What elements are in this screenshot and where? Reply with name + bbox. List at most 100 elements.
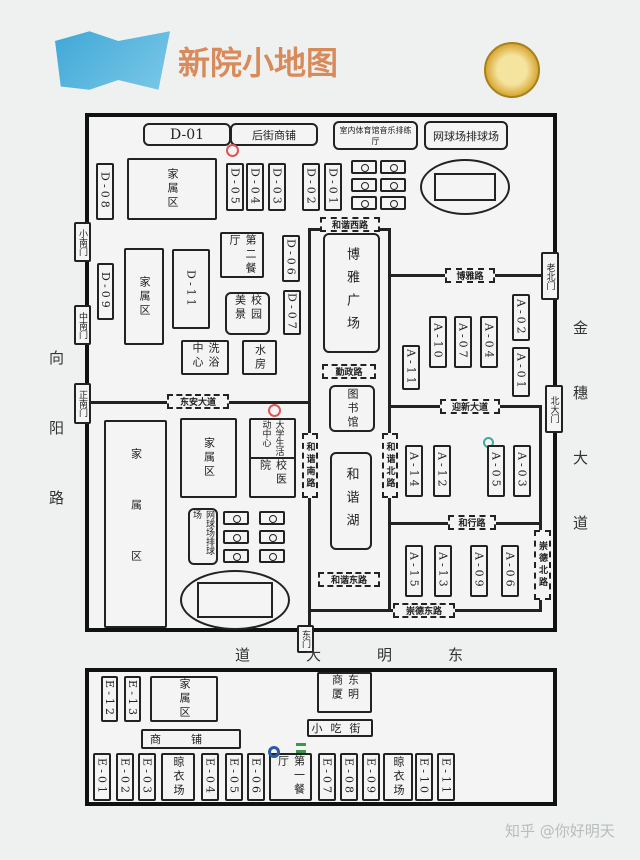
indoor-gym: 室内体育馆音乐排练厅: [333, 121, 418, 150]
court-icon: [380, 160, 406, 174]
watermark: 知乎 @你好明天: [505, 822, 615, 840]
tennis-court-top: 网球场排球场: [424, 121, 508, 150]
building-d11: D-11: [172, 249, 210, 329]
soccer-field-low: [180, 570, 290, 630]
building-d01-top: D-01: [143, 123, 231, 146]
court-icon: [223, 530, 249, 544]
gate-middle-south[interactable]: 中南门: [74, 305, 91, 345]
court-icon: [259, 511, 285, 525]
family-area-south: 家属区: [150, 676, 218, 722]
building-d09: D-09: [97, 263, 114, 320]
gate-small-south[interactable]: 小南门: [74, 222, 91, 262]
building-e04: E-04: [201, 753, 219, 801]
hexie-lake: 和谐湖: [330, 452, 372, 550]
family-area-3: 家属区: [180, 418, 237, 498]
road-label-hexie-east: 和谐东路: [318, 572, 380, 587]
building-a01: A-01: [512, 347, 530, 397]
building-a12: A-12: [433, 445, 451, 497]
court-icon: [259, 530, 285, 544]
building-a15: A-15: [405, 545, 423, 597]
court-icon: [223, 549, 249, 563]
building-a11: A-11: [402, 345, 420, 390]
gate-old-north[interactable]: 老北门: [541, 252, 559, 300]
building-e06: E-06: [247, 753, 265, 801]
gate-north-main[interactable]: 北大门: [545, 385, 563, 433]
water-room: 水房: [242, 340, 277, 375]
building-a13: A-13: [434, 545, 452, 597]
road-label-hexie-south: 和谐南路: [302, 433, 318, 498]
road-dongming: 东明大道: [235, 646, 520, 664]
building-d04: D-04: [246, 163, 264, 211]
shops: 商铺: [141, 729, 241, 749]
court-icon: [351, 178, 377, 192]
building-e13: E-13: [124, 676, 141, 722]
building-a02: A-02: [512, 294, 530, 341]
compass-icon: [484, 42, 540, 98]
family-area-4: 家属区: [104, 420, 167, 628]
road-label-chongde-north: 崇德北路: [534, 530, 551, 600]
school-hospital: 校医院: [249, 457, 296, 498]
building-a03: A-03: [513, 445, 531, 497]
building-e05: E-05: [225, 753, 243, 801]
road-label-hexie-west: 和谐西路: [320, 217, 380, 232]
map-logo-icon: [55, 31, 170, 90]
tennis-court-low: 网球场排球场: [188, 508, 218, 565]
drying-yard-1: 晾衣场: [161, 753, 195, 801]
building-e07: E-07: [318, 753, 336, 801]
building-d06: D-06: [282, 235, 300, 282]
road-label-yingxin: 迎新大道: [440, 399, 500, 414]
family-area-1: 家属区: [127, 158, 217, 220]
canteen-2: 第二餐厅: [220, 232, 264, 278]
soccer-field-top: [420, 159, 510, 215]
family-area-2: 家属区: [124, 248, 164, 345]
page-title: 新院小地图: [178, 44, 339, 82]
building-d08: D-08: [96, 163, 114, 220]
building-e09: E-09: [362, 753, 380, 801]
building-e12: E-12: [101, 676, 118, 722]
building-d05: D-05: [226, 163, 244, 211]
building-d03: D-03: [268, 163, 286, 211]
canteen-1: 第一餐厅: [269, 753, 312, 801]
building-e08: E-08: [340, 753, 358, 801]
drying-yard-2: 晾衣场: [383, 753, 413, 801]
road-jinsui: 金穗大道: [571, 320, 589, 580]
road-label-hexing: 和行路: [448, 515, 496, 530]
gate-main-south[interactable]: 正南门: [74, 383, 91, 424]
building-e03: E-03: [138, 753, 156, 801]
building-a07: A-07: [454, 316, 472, 368]
bank-icon: [268, 746, 280, 758]
dongming-mall: 东明商厦: [317, 672, 372, 713]
court-icon: [351, 160, 377, 174]
gate-east[interactable]: 东门: [297, 625, 314, 653]
map-pin-icon: [226, 144, 239, 157]
court-icon: [380, 196, 406, 210]
building-a09: A-09: [470, 545, 488, 597]
building-d07: D-07: [283, 290, 301, 335]
building-e02: E-02: [116, 753, 134, 801]
building-a04: A-04: [480, 316, 498, 368]
building-d01: D-01: [324, 163, 342, 211]
road-label-boya: 博雅路: [445, 268, 495, 283]
road-xiangyang: 向阳路: [47, 350, 65, 560]
road-label-dongan: 东安大道: [167, 394, 229, 409]
court-icon: [380, 178, 406, 192]
building-a14: A-14: [405, 445, 423, 497]
building-e10: E-10: [415, 753, 433, 801]
boya-square: 博雅广场: [323, 233, 380, 353]
road-label-hexie-north: 和谐北路: [382, 433, 398, 498]
post-icon: [296, 743, 306, 753]
road-label-qinzheng: 勤政路: [322, 364, 376, 379]
student-center: 大学生活动中心: [249, 418, 296, 459]
court-icon: [259, 549, 285, 563]
building-e01: E-01: [93, 753, 111, 801]
building-e11: E-11: [437, 753, 455, 801]
houjie-shops: 后街商铺: [230, 123, 318, 146]
building-d02: D-02: [302, 163, 320, 211]
building-a10: A-10: [429, 316, 447, 368]
snack-street: 小吃街: [307, 719, 373, 737]
building-a06: A-06: [501, 545, 519, 597]
road-label-chongde-east: 崇德东路: [393, 603, 455, 618]
library: 图书馆: [329, 385, 375, 432]
court-icon: [351, 196, 377, 210]
bath-center: 洗浴中心: [181, 340, 229, 375]
